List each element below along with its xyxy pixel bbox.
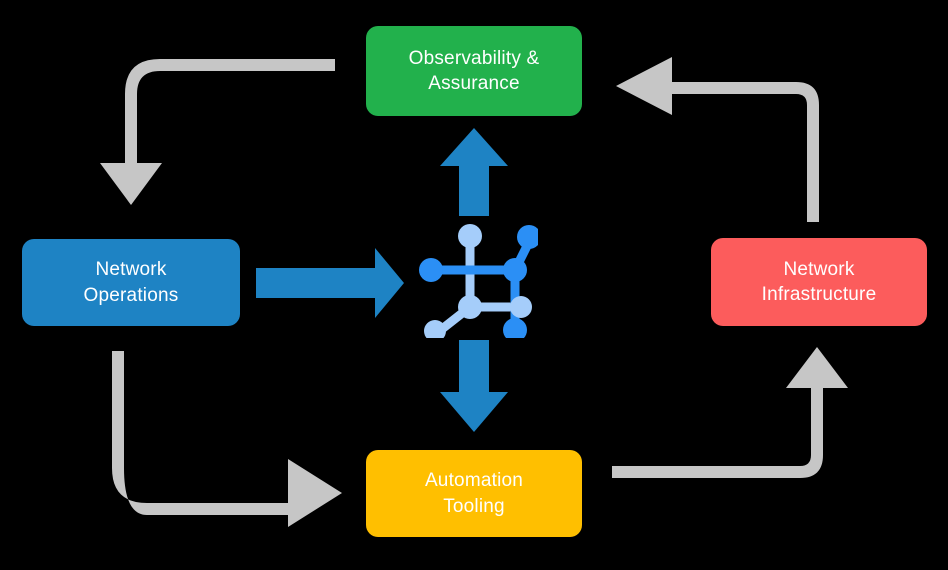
node-network-operations[interactable]: Network Operations <box>22 239 240 326</box>
connector-center-to-automation <box>440 340 508 432</box>
connector-automation-to-infrastructure <box>612 347 848 478</box>
connector-infrastructure-to-observability <box>616 57 819 222</box>
connector-operations-to-automation <box>112 351 342 527</box>
network-nodes-bright <box>419 225 538 338</box>
connector-center-to-observability <box>440 128 508 216</box>
node-network-infrastructure[interactable]: Network Infrastructure <box>711 238 927 326</box>
network-graph-icon <box>419 224 538 338</box>
connector-operations-to-center <box>256 248 404 318</box>
node-automation-tooling[interactable]: Automation Tooling <box>366 450 582 537</box>
connector-observability-to-operations <box>100 59 335 205</box>
node-observability-and-assurance[interactable]: Observability & Assurance <box>366 26 582 116</box>
network-nodes-light <box>424 224 532 338</box>
